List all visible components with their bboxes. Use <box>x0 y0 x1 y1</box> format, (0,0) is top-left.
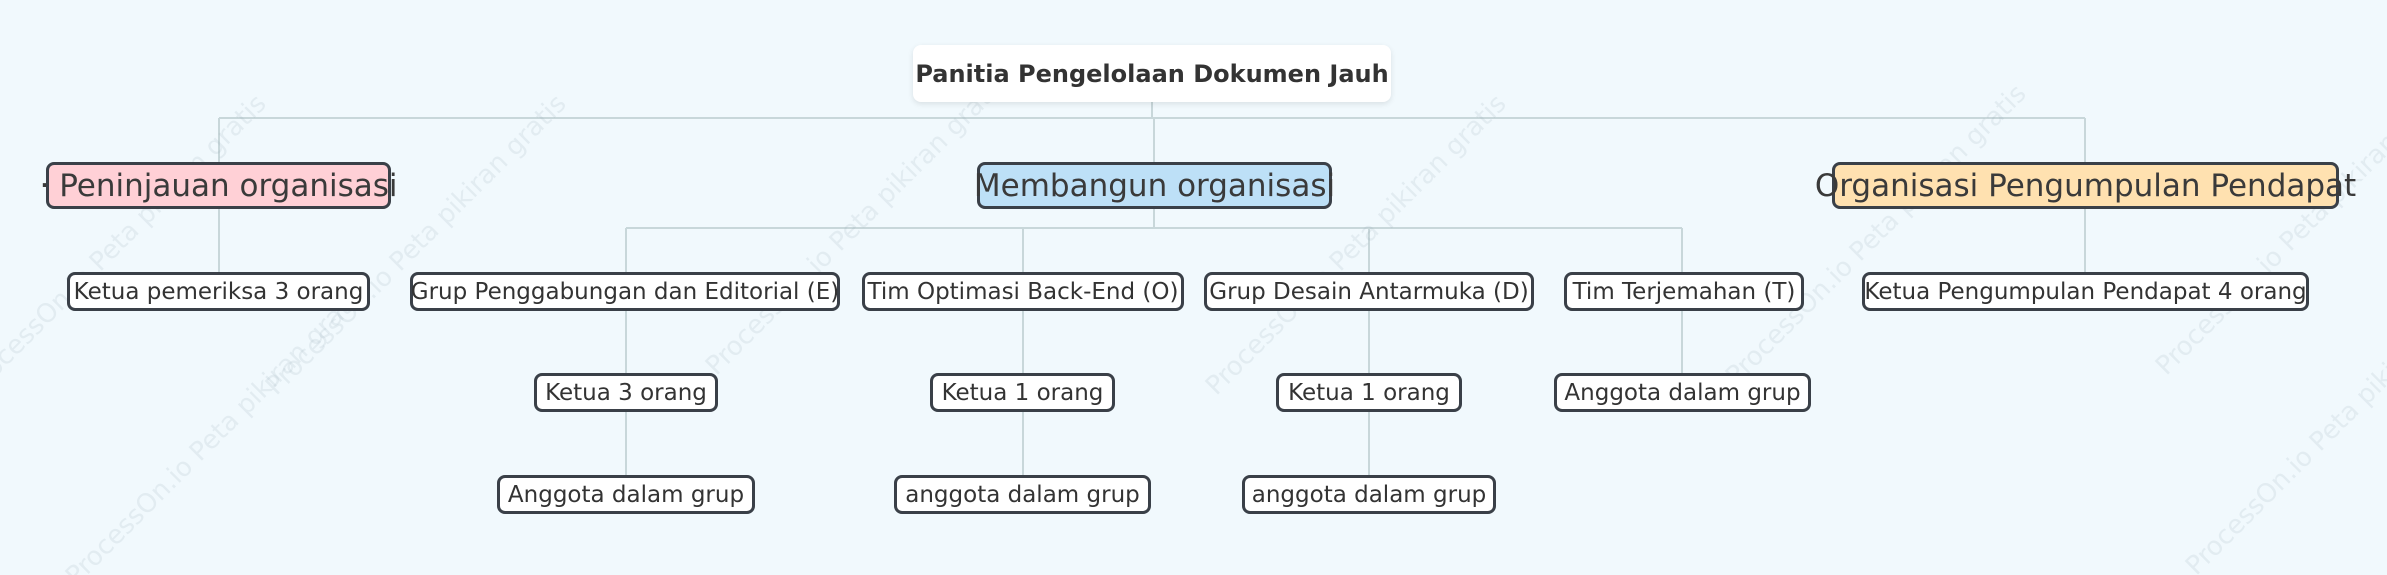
topic-label: Anggota dalam grup <box>507 481 745 508</box>
topic-label: Tim Terjemahan (T) <box>1572 278 1796 305</box>
topic-label: Ketua 1 orang <box>1288 379 1450 406</box>
topic-e-anggota[interactable]: Anggota dalam grup <box>497 475 755 514</box>
topic-ketua-pemeriksa[interactable]: Ketua pemeriksa 3 orang <box>67 272 370 311</box>
topic-t-anggota[interactable]: Anggota dalam grup <box>1554 373 1811 412</box>
branch-organisasi-pengumpulan-pendapat[interactable]: Organisasi Pengumpulan Pendapat <box>1815 162 2356 209</box>
branch-membangun-organisasi[interactable]: Membangun organisasi <box>973 162 1336 209</box>
topic-o-ketua[interactable]: Ketua 1 orang <box>930 373 1115 412</box>
topic-label: anggota dalam grup <box>905 481 1140 508</box>
topic-o-anggota[interactable]: anggota dalam grup <box>894 475 1151 514</box>
topic-grup-desain[interactable]: Grup Desain Antarmuka (D) <box>1204 272 1534 311</box>
topic-label: Anggota dalam grup <box>1564 379 1801 406</box>
topic-tim-optimasi[interactable]: Tim Optimasi Back-End (O) <box>862 272 1184 311</box>
topic-ketua-pengumpulan[interactable]: Ketua Pengumpulan Pendapat 4 orang <box>1862 272 2309 311</box>
topic-d-ketua[interactable]: Ketua 1 orang <box>1276 373 1462 412</box>
branch-label: Membangun organisasi <box>973 167 1336 204</box>
topic-label: Ketua pemeriksa 3 orang <box>73 278 364 305</box>
topic-e-ketua[interactable]: Ketua 3 orang <box>534 373 718 412</box>
topic-tim-terjemahan[interactable]: Tim Terjemahan (T) <box>1564 272 1804 311</box>
branch-label: · Peninjauan organisasi <box>39 167 398 204</box>
topic-label: Ketua 1 orang <box>941 379 1104 406</box>
topic-d-anggota[interactable]: anggota dalam grup <box>1242 475 1496 514</box>
topic-label: Tim Optimasi Back-End (O) <box>867 278 1179 305</box>
topic-label: Grup Desain Antarmuka (D) <box>1209 278 1529 305</box>
topic-label: Ketua Pengumpulan Pendapat 4 orang <box>1864 278 2307 305</box>
topic-label: Ketua 3 orang <box>545 379 707 406</box>
root-topic[interactable]: Panitia Pengelolaan Dokumen Jauh <box>913 45 1391 102</box>
branch-label: Organisasi Pengumpulan Pendapat <box>1814 167 2357 204</box>
root-topic-label: Panitia Pengelolaan Dokumen Jauh <box>915 59 1389 88</box>
topic-label: anggota dalam grup <box>1251 481 1487 508</box>
topic-grup-penggabungan[interactable]: Grup Penggabungan dan Editorial (E) <box>410 272 840 311</box>
branch-peninjauan-organisasi[interactable]: · Peninjauan organisasi <box>39 162 398 209</box>
topic-label: Grup Penggabungan dan Editorial (E) <box>410 278 840 305</box>
